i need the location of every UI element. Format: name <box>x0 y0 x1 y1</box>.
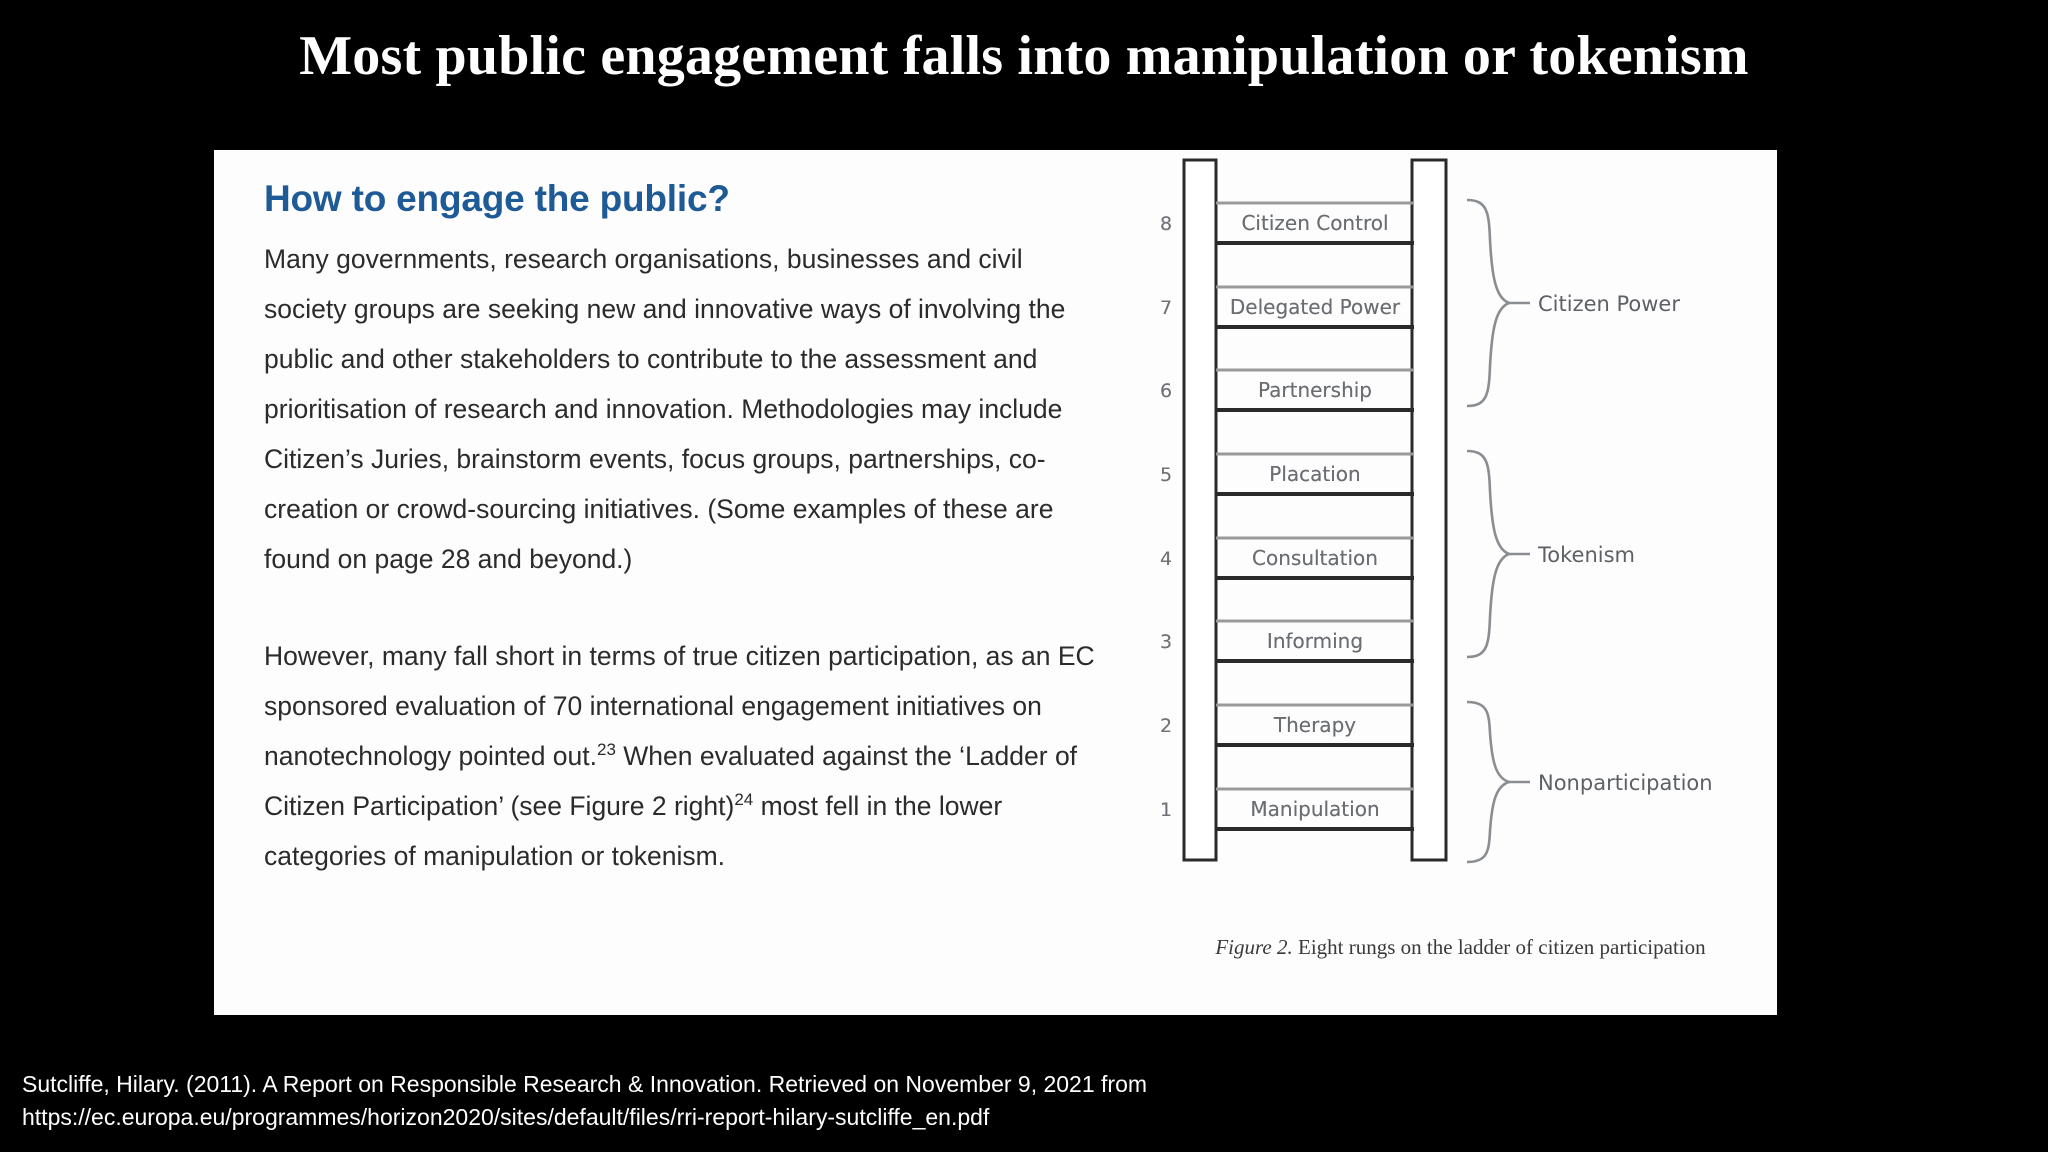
rung-label-1: Manipulation <box>1250 797 1379 821</box>
ladder-rung-1-label: Manipulation <box>1250 797 1379 821</box>
brace-label-citizen-power: Citizen Power <box>1538 292 1680 316</box>
report-paragraph-2: However, many fall short in terms of tru… <box>264 631 1104 881</box>
rung-num-1: 1 <box>1160 799 1172 821</box>
report-paragraph-2-part-a: However, many fall short in terms of tru… <box>264 641 1095 771</box>
rung-label-4: Consultation <box>1252 546 1378 570</box>
figure-column: 8 Citizen Control 7 Delegated Power 6 Pa… <box>1144 150 1777 1015</box>
ladder-rung-3-number: 3 <box>1160 631 1172 653</box>
ladder-rung-6-label: Partnership <box>1258 378 1372 402</box>
ladder-rung-8-label: Citizen Control <box>1241 211 1388 235</box>
ladder-rung-1-number: 1 <box>1160 799 1172 821</box>
ladder-rung-7-label: Delegated Power <box>1230 295 1401 319</box>
ladder-rung-2-number: 2 <box>1160 715 1172 737</box>
brace-citizen-power: Citizen Power <box>1466 198 1680 408</box>
ladder-rung-4-label: Consultation <box>1252 546 1378 570</box>
report-paragraph-2-part-c: most fell in the lower categories of man… <box>264 791 1003 871</box>
brace-tokenism: Tokenism <box>1466 449 1635 659</box>
rung-label-5: Placation <box>1269 462 1360 486</box>
report-paragraph-2-part-b: When evaluated against the ‘Ladder of Ci… <box>264 741 1078 821</box>
ladder-rung-5-number: 5 <box>1160 464 1172 486</box>
rung-label-2: Therapy <box>1273 713 1356 737</box>
footnote-marker-23: 23 <box>597 740 616 760</box>
brace-label-nonparticipation: Nonparticipation <box>1538 771 1713 795</box>
ladder-svg: 8 Citizen Control 7 Delegated Power 6 Pa… <box>1160 158 1713 864</box>
brace-label-tokenism: Tokenism <box>1537 543 1635 567</box>
ladder-rung-4-number: 4 <box>1160 548 1172 570</box>
report-heading: How to engage the public? <box>264 178 730 219</box>
rung-label-8: Citizen Control <box>1241 211 1388 235</box>
ladder-rung-5-label: Placation <box>1269 462 1360 486</box>
ladder-rung-text-overlay: 8 7 6 5 4 3 2 1 Citizen Control Delegate… <box>1160 211 1401 821</box>
ladder-diagram: 8 Citizen Control 7 Delegated Power 6 Pa… <box>1144 150 1777 930</box>
rung-label-7: Delegated Power <box>1230 295 1401 319</box>
rung-label-3: Informing <box>1267 629 1363 653</box>
rung-label-6: Partnership <box>1258 378 1372 402</box>
brace-nonparticipation: Nonparticipation <box>1466 700 1713 864</box>
ladder-rung-6-number: 6 <box>1160 380 1172 402</box>
figure-caption-lead: Figure 2. <box>1215 935 1293 959</box>
rung-num-7: 7 <box>1160 297 1172 319</box>
ladder-rung-3-label: Informing <box>1267 629 1363 653</box>
ladder-left-rail-full <box>1182 158 1218 862</box>
figure-caption: Figure 2. Eight rungs on the ladder of c… <box>1144 935 1777 960</box>
report-text-column: How to engage the public? Many governmen… <box>264 178 1104 881</box>
content-panel: How to engage the public? Many governmen… <box>214 150 1777 1015</box>
ladder-right-rail-full <box>1410 158 1448 862</box>
ladder-rung-8-number: 8 <box>1160 213 1172 235</box>
figure-caption-rest: Eight rungs on the ladder of citizen par… <box>1292 935 1706 959</box>
rung-num-4: 4 <box>1160 548 1172 570</box>
footnote-marker-24: 24 <box>734 790 754 810</box>
rung-num-3: 3 <box>1160 631 1172 653</box>
slide-title: Most public engagement falls into manipu… <box>299 25 1749 87</box>
rung-num-6: 6 <box>1160 380 1172 402</box>
report-paragraph-1: Many governments, research organisations… <box>264 244 1066 574</box>
ladder-rung-lines-overlay <box>1216 201 1414 831</box>
citation-block: Sutcliffe, Hilary. (2011). A Report on R… <box>22 1068 1622 1134</box>
rung-num-2: 2 <box>1160 715 1172 737</box>
citation-line-2: https://ec.europa.eu/programmes/horizon2… <box>22 1104 990 1130</box>
rung-num-8: 8 <box>1160 213 1172 235</box>
ladder-rung-2-label: Therapy <box>1273 713 1356 737</box>
citation-line-1: Sutcliffe, Hilary. (2011). A Report on R… <box>22 1071 1148 1097</box>
rung-num-5: 5 <box>1160 464 1172 486</box>
ladder-rung-7-number: 7 <box>1160 297 1172 319</box>
